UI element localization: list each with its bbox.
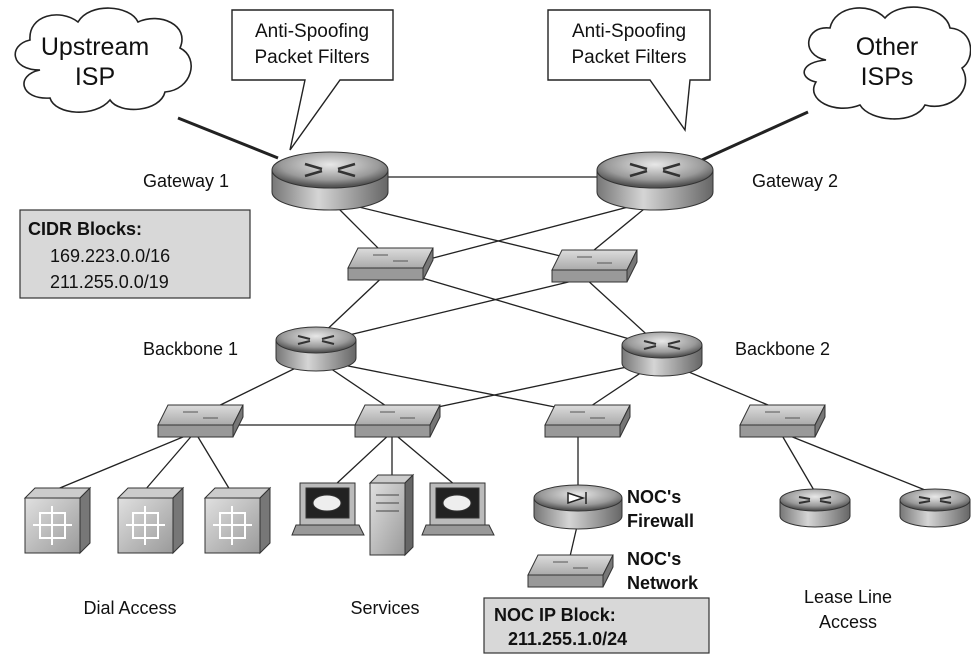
- dial-access-label: Dial Access: [83, 598, 176, 618]
- noc-firewall-icon: [533, 484, 623, 530]
- switch-icon: [354, 404, 441, 438]
- callout-right-line1: Anti-Spoofing: [572, 21, 686, 42]
- lease-line-router-icon: [779, 488, 851, 528]
- switch-icon: [551, 249, 638, 283]
- callout-left-line1: Anti-Spoofing: [255, 21, 369, 42]
- dial-access-servers: [23, 486, 272, 555]
- cidr-blocks-box: [19, 209, 251, 299]
- backbone-2-label: Backbone 2: [735, 339, 830, 359]
- noc-network-label-line1: NOC's: [627, 549, 681, 569]
- noc-ip-block-value: 211.255.1.0/24: [508, 629, 627, 649]
- callout-left-line2: Packet Filters: [254, 47, 369, 68]
- cloud-upstream-isp: [14, 7, 192, 113]
- workstation-icon: [421, 482, 495, 536]
- cloud-other-line1: Other: [856, 33, 919, 61]
- cloud-upstream-line1: Upstream: [41, 33, 149, 61]
- switch-icon: [544, 404, 631, 438]
- backbone-1-label: Backbone 1: [143, 339, 238, 359]
- noc-firewall-label-line2: Firewall: [627, 511, 694, 531]
- gateway-2-router-icon: [596, 151, 714, 211]
- access-server-icon: [116, 486, 185, 555]
- noc-ip-block-box: [483, 597, 710, 654]
- access-server-icon: [23, 486, 92, 555]
- callout-right: [547, 9, 711, 132]
- backbone-2-router-icon: [621, 331, 703, 377]
- cidr-blocks-title: CIDR Blocks:: [28, 219, 142, 239]
- callout-right-line2: Packet Filters: [571, 47, 686, 68]
- noc-network-label-line2: Network: [627, 573, 699, 593]
- callout-left: [231, 9, 394, 151]
- cloud-other-isps: [803, 6, 971, 120]
- workstation-icon: [291, 482, 365, 536]
- gateway-1-router-icon: [271, 151, 389, 211]
- cidr-block-2: 211.255.0.0/19: [50, 272, 169, 292]
- switch-icon: [739, 404, 826, 438]
- lease-line-label-line1: Lease Line: [804, 587, 892, 607]
- switches: [157, 247, 826, 588]
- gateway-1-label: Gateway 1: [143, 171, 229, 191]
- noc-firewall-label-line1: NOC's: [627, 487, 681, 507]
- noc-ip-block-title: NOC IP Block:: [494, 605, 616, 625]
- access-server-icon: [203, 486, 272, 555]
- server-icon: [368, 473, 415, 557]
- lease-line-router-icon: [899, 488, 971, 528]
- cloud-other-line2: ISPs: [861, 63, 914, 91]
- cidr-block-1: 169.223.0.0/16: [50, 246, 170, 266]
- services-hosts: [291, 473, 495, 557]
- switch-icon: [157, 404, 244, 438]
- lease-line-label-line2: Access: [819, 612, 877, 632]
- cloud-upstream-line2: ISP: [75, 63, 115, 91]
- noc-network-switch-icon: [527, 554, 614, 588]
- services-label: Services: [350, 598, 419, 618]
- backbone-1-router-icon: [275, 326, 357, 372]
- gateway-2-label: Gateway 2: [752, 171, 838, 191]
- switch-icon: [347, 247, 434, 281]
